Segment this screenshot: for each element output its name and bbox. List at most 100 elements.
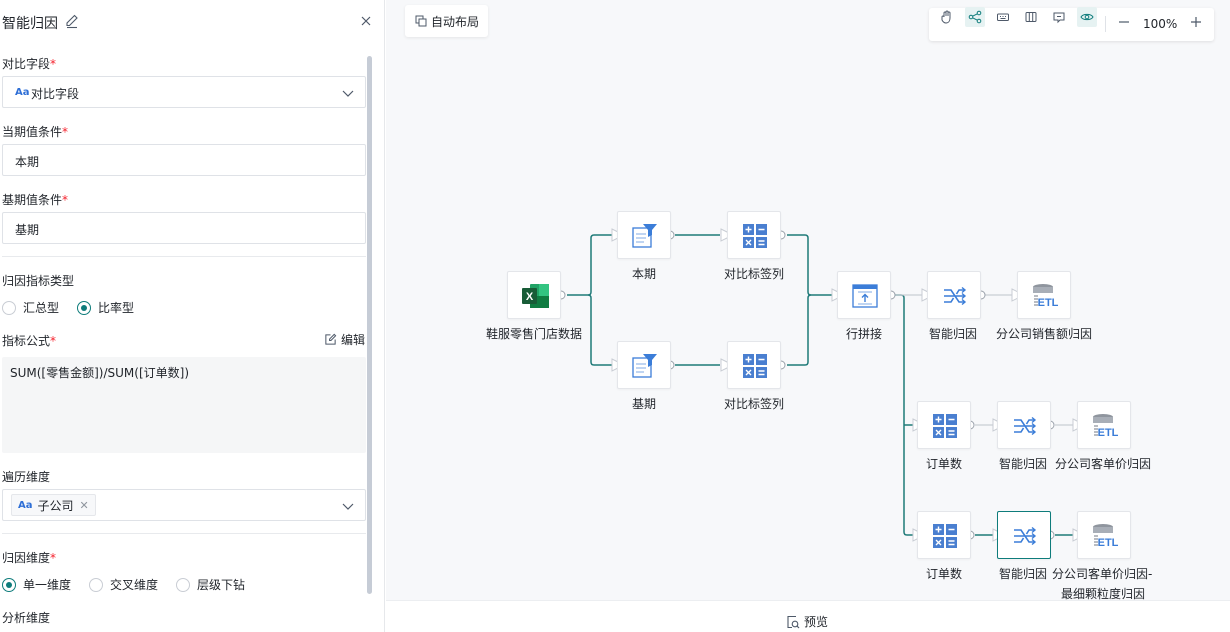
node-etl-output-3[interactable]: ETL bbox=[1077, 511, 1131, 559]
base-condition-value: 基期 bbox=[15, 223, 40, 237]
filter-icon bbox=[632, 354, 657, 378]
node-etl-output-1[interactable]: ETL bbox=[1017, 271, 1071, 319]
node-label: 最细颗粒度归因 bbox=[1061, 587, 1146, 601]
radio-hierarchy-drill[interactable]: 层级下钻 bbox=[176, 576, 245, 593]
tag-label: 子公司 bbox=[37, 498, 74, 513]
chevron-down-icon bbox=[342, 90, 354, 97]
zoom-level: 100% bbox=[1143, 17, 1178, 31]
metric-type-label: 归因指标类型 bbox=[2, 274, 75, 288]
attribution-icon bbox=[944, 286, 967, 306]
node-label: 本期 bbox=[632, 267, 657, 281]
edit-formula-button[interactable]: 编辑 bbox=[324, 331, 365, 348]
tag-remove-icon[interactable]: ✕ bbox=[79, 498, 89, 512]
calculator-icon bbox=[933, 524, 957, 548]
radio-circle bbox=[89, 577, 103, 592]
book-icon bbox=[1025, 12, 1037, 22]
node-excel-source[interactable]: X bbox=[507, 271, 561, 319]
node-label: 订单数 bbox=[926, 457, 963, 471]
node-etl-output-2[interactable]: ETL bbox=[1077, 401, 1131, 449]
traverse-dimension-select[interactable]: Aa 子公司 ✕ bbox=[2, 489, 366, 521]
settings-panel: 智能归因 对比字段* Aa 对比字段 当期值条件* 本期 基期值条件* 基期 bbox=[0, 0, 385, 632]
node-label: 分公司销售额归因 bbox=[996, 327, 1093, 341]
calculator-icon bbox=[743, 354, 767, 378]
formula-label: 指标公式* bbox=[2, 334, 57, 348]
node-label: 分公司客单价归因 bbox=[1055, 457, 1152, 471]
node-calc-orders-2[interactable] bbox=[917, 511, 971, 559]
panel-scrollbar[interactable] bbox=[367, 56, 372, 594]
radio-ratio[interactable]: 比率型 bbox=[77, 299, 134, 316]
radio-cross-dimension[interactable]: 交叉维度 bbox=[89, 576, 158, 593]
preview-label: 预览 bbox=[804, 615, 829, 629]
node-label: 订单数 bbox=[926, 567, 963, 581]
compare-field-label: 对比字段* bbox=[2, 57, 57, 71]
keyboard-icon bbox=[997, 13, 1009, 21]
base-condition-input[interactable]: 基期 bbox=[2, 212, 366, 244]
node-label: 对比标签列 bbox=[724, 397, 785, 411]
hand-tool-button[interactable] bbox=[937, 7, 957, 27]
svg-text:ETL: ETL bbox=[1038, 297, 1059, 309]
radio-circle-selected bbox=[2, 577, 16, 592]
close-icon[interactable] bbox=[358, 13, 374, 29]
toolbar-divider bbox=[1105, 16, 1106, 32]
map-button[interactable] bbox=[1021, 7, 1041, 27]
node-label: 分公司客单价归因- bbox=[1052, 567, 1153, 581]
node-label: 对比标签列 bbox=[724, 267, 785, 281]
node-filter-base[interactable] bbox=[617, 341, 671, 389]
radio-label: 层级下钻 bbox=[197, 578, 246, 592]
node-label: 智能归因 bbox=[929, 327, 978, 341]
etl-icon: ETL bbox=[1093, 524, 1119, 549]
auto-layout-button[interactable]: 自动布局 bbox=[405, 5, 488, 37]
panel-header: 智能归因 bbox=[0, 0, 384, 44]
traverse-dimension-label: 遍历维度 bbox=[2, 470, 51, 484]
text-type-icon: Aa bbox=[18, 499, 33, 511]
node-label: 行拼接 bbox=[846, 327, 883, 341]
node-smart-attribution-1[interactable] bbox=[927, 271, 981, 319]
radio-label: 单一维度 bbox=[23, 578, 72, 592]
attribution-icon bbox=[1014, 526, 1037, 546]
preview-button[interactable]: 预览 bbox=[786, 613, 828, 630]
compare-field-value: 对比字段 bbox=[31, 87, 80, 101]
metric-type-radio-group: 汇总型 比率型 bbox=[2, 299, 202, 317]
filter-icon bbox=[632, 224, 657, 248]
node-calc-orders-1[interactable] bbox=[917, 401, 971, 449]
node-calc-current[interactable] bbox=[727, 211, 781, 259]
share-layout-button[interactable] bbox=[965, 7, 985, 27]
divider bbox=[2, 533, 366, 534]
pencil-icon[interactable] bbox=[64, 13, 80, 29]
svg-text:ETL: ETL bbox=[1098, 427, 1119, 439]
current-condition-value: 本期 bbox=[15, 155, 40, 169]
svg-text:X: X bbox=[526, 291, 534, 303]
compare-field-select[interactable]: Aa 对比字段 bbox=[2, 76, 366, 108]
preview-toggle-button[interactable] bbox=[1077, 7, 1097, 27]
radio-summary[interactable]: 汇总型 bbox=[2, 299, 59, 316]
dimension-tag: Aa 子公司 ✕ bbox=[11, 494, 96, 516]
preview-icon bbox=[787, 615, 800, 628]
calculator-icon bbox=[743, 224, 767, 248]
node-smart-attribution-2[interactable] bbox=[997, 401, 1051, 449]
base-condition-label: 基期值条件* bbox=[2, 193, 69, 207]
radio-circle-selected bbox=[77, 300, 91, 315]
radio-circle bbox=[176, 577, 190, 592]
current-condition-label: 当期值条件* bbox=[2, 125, 69, 139]
zoom-out-icon[interactable] bbox=[1117, 15, 1131, 29]
union-rows-icon bbox=[852, 284, 878, 308]
comment-button[interactable] bbox=[1049, 7, 1069, 27]
zoom-in-icon[interactable] bbox=[1189, 15, 1203, 29]
share-nodes-icon bbox=[968, 10, 982, 24]
svg-text:ETL: ETL bbox=[1098, 537, 1119, 549]
current-condition-input[interactable]: 本期 bbox=[2, 144, 366, 176]
radio-label: 交叉维度 bbox=[110, 578, 159, 592]
node-calc-base[interactable] bbox=[727, 341, 781, 389]
chevron-down-icon bbox=[342, 503, 354, 510]
comment-icon bbox=[1053, 12, 1065, 24]
radio-single-dimension[interactable]: 单一维度 bbox=[2, 576, 71, 593]
etl-icon: ETL bbox=[1093, 414, 1119, 439]
preview-bar bbox=[386, 600, 1230, 632]
node-row-union[interactable] bbox=[837, 271, 891, 319]
keyboard-button[interactable] bbox=[993, 7, 1013, 27]
formula-box[interactable]: SUM([零售金额])/SUM([订单数]) bbox=[2, 357, 366, 453]
node-filter-current[interactable] bbox=[617, 211, 671, 259]
hand-icon bbox=[941, 10, 951, 24]
node-smart-attribution-3[interactable] bbox=[997, 511, 1051, 559]
eye-icon bbox=[1080, 13, 1094, 21]
